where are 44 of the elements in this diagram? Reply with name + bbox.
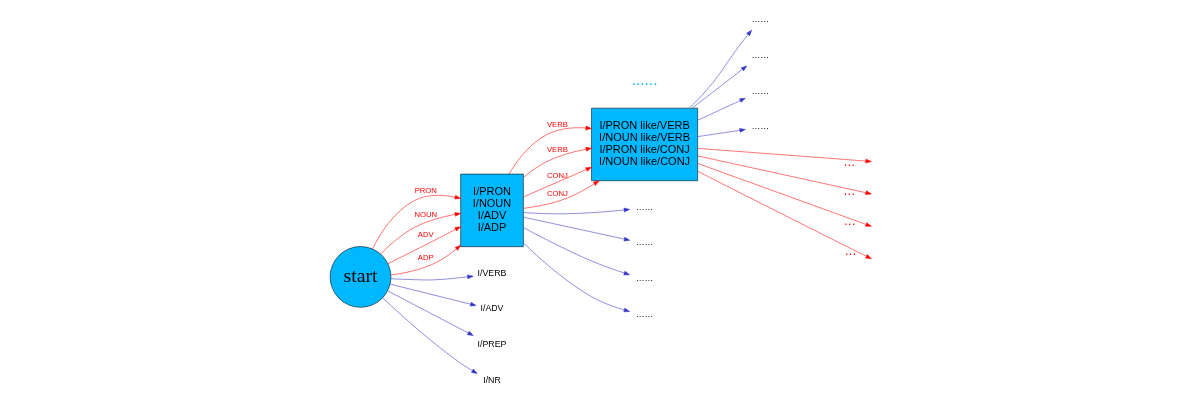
node-text: …… [635, 237, 653, 248]
arrow [522, 216, 630, 242]
node-text: …… [751, 121, 769, 132]
arrow [386, 290, 473, 336]
node-text: …… [751, 14, 769, 25]
arrow [688, 29, 752, 109]
node-box: I/PRON like/VERB I/NOUN like/VERB I/PRON like/CONJ I/NOUN like/CONJ [590, 107, 698, 181]
arrow [379, 212, 461, 255]
arrow [387, 226, 461, 264]
node-text: I/ADV [480, 303, 503, 314]
arrow [390, 245, 461, 276]
arrow [697, 148, 872, 164]
node-text: …… [635, 201, 653, 212]
arrow [691, 65, 747, 109]
arrow [381, 297, 477, 374]
arrow [508, 125, 592, 175]
node-text: I/PREP [477, 339, 506, 350]
node-box: I/PRON I/NOUN I/ADV I/ADP [459, 173, 524, 247]
arrow [522, 180, 599, 209]
edge-label: … [842, 154, 855, 169]
arrow [522, 242, 630, 313]
node-text: …… [635, 308, 653, 319]
node-circle: start [329, 246, 391, 308]
arrow [522, 147, 592, 178]
arrow [697, 98, 746, 121]
node-text: I/VERB [477, 267, 506, 278]
node-text: …… [751, 85, 769, 96]
arrow [522, 207, 630, 215]
edge-label: … [843, 243, 857, 258]
node-text: …… [635, 273, 653, 284]
arrow [697, 155, 872, 195]
label: ...... [631, 70, 657, 88]
arrow [697, 128, 746, 137]
edge-label: … [843, 213, 856, 228]
node-text: I/NR [482, 374, 501, 385]
arrow [390, 274, 473, 281]
arrow [371, 195, 461, 250]
arrow [522, 167, 592, 198]
edge-label: … [842, 184, 855, 199]
arrow [389, 283, 476, 307]
arrow [697, 163, 872, 227]
arrow [522, 227, 630, 276]
arrow [696, 171, 872, 260]
node-text: …… [751, 49, 769, 60]
